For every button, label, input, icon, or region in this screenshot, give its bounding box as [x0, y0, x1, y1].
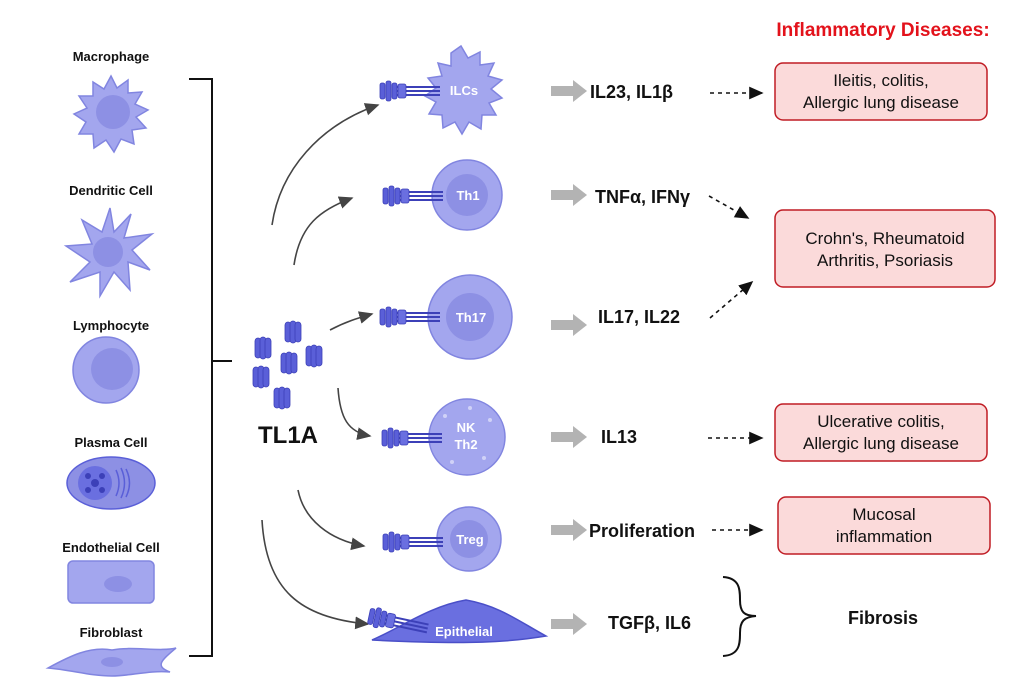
disease-4-line2: inflammation	[836, 527, 932, 546]
cytokines-th17: IL17, IL22	[598, 307, 680, 327]
source-cell-endothelial: Endothelial Cell	[62, 540, 160, 604]
fibrosis-brace	[722, 576, 757, 657]
disease-box-3: Ulcerative colitis, Allergic lung diseas…	[774, 403, 988, 462]
target-cell-th17: Th17	[379, 274, 513, 360]
disease-3-line2: Allergic lung disease	[803, 434, 959, 453]
source-cell-macrophage: Macrophage	[72, 49, 150, 154]
disease-2-line2: Arthritis, Psoriasis	[817, 251, 953, 270]
th1-label: Th1	[456, 188, 479, 203]
macrophage-label: Macrophage	[73, 49, 150, 64]
disease-box-4: Mucosal inflammation	[777, 496, 991, 555]
plasma-cell-label: Plasma Cell	[75, 435, 148, 450]
cytokines-epithelial: TGFβ, IL6	[608, 613, 691, 633]
fibrosis-label: Fibrosis	[848, 608, 918, 628]
diseases-title: Inflammatory Diseases:	[776, 20, 989, 41]
disease-1-line2: Allergic lung disease	[803, 93, 959, 112]
tl1a-label: TL1A	[258, 422, 318, 449]
disease-3-line1: Ulcerative colitis,	[817, 412, 945, 431]
disease-4-line1: Mucosal	[852, 505, 915, 524]
target-cell-treg: Treg	[382, 506, 502, 572]
disease-2-line1: Crohn's, Rheumatoid	[805, 229, 964, 248]
lymphocyte-label: Lymphocyte	[73, 318, 149, 333]
ilcs-label: ILCs	[450, 83, 478, 98]
gray-arrows	[551, 80, 587, 635]
tl1a-arrows	[261, 103, 380, 630]
nk-label: NK	[457, 420, 476, 435]
th17-label: Th17	[456, 310, 486, 325]
cytokines-ilcs: IL23, IL1β	[590, 82, 673, 102]
th2-label: Th2	[454, 437, 477, 452]
disease-box-1: Ileitis, colitis, Allergic lung disease	[774, 62, 988, 121]
disease-box-2: Crohn's, Rheumatoid Arthritis, Psoriasis	[774, 209, 996, 288]
cytokines-nk-th2: IL13	[601, 427, 637, 447]
target-cell-th1: Th1	[382, 159, 503, 231]
source-cell-fibroblast: Fibroblast	[45, 625, 177, 677]
treg-label: Treg	[456, 532, 484, 547]
tl1a-trimers	[252, 320, 323, 410]
dendritic-cell-label: Dendritic Cell	[69, 183, 153, 198]
source-cell-dendritic: Dendritic Cell	[63, 183, 155, 299]
target-cell-nk-th2: NK Th2	[381, 398, 506, 476]
source-bracket	[189, 78, 232, 657]
target-cell-ilcs: ILCs	[379, 44, 504, 136]
disease-1-line1: Ileitis, colitis,	[833, 71, 928, 90]
fibroblast-label: Fibroblast	[80, 625, 144, 640]
treg-outcome: Proliferation	[589, 521, 695, 541]
source-cell-lymphocyte: Lymphocyte	[72, 318, 149, 404]
source-cell-plasma: Plasma Cell	[66, 435, 156, 510]
cytokines-th1: TNFα, IFNγ	[595, 187, 690, 207]
epithelial-label: Epithelial	[435, 624, 493, 639]
target-cell-epithelial: Epithelial	[365, 599, 549, 644]
endothelial-cell-label: Endothelial Cell	[62, 540, 160, 555]
dashed-arrows	[708, 86, 764, 537]
